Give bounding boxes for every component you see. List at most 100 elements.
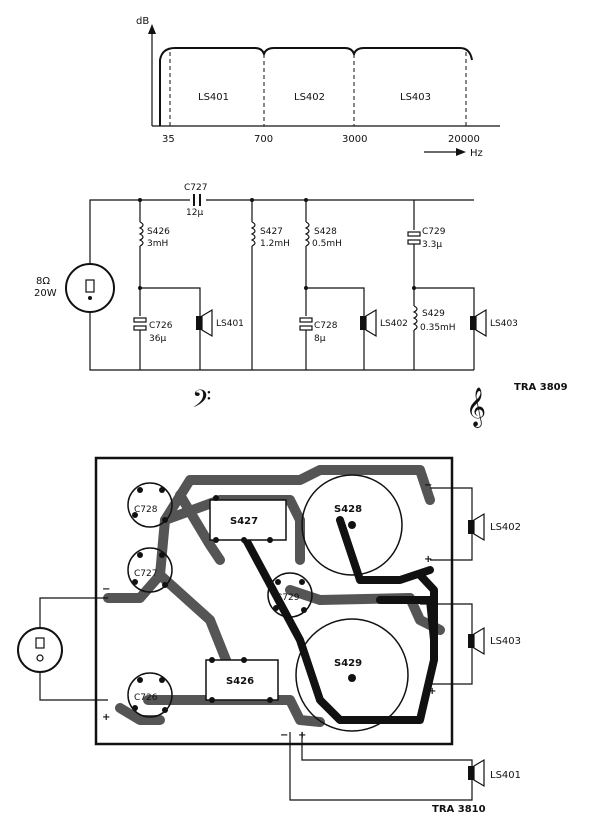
junction-5 (304, 286, 308, 290)
c728-plate-a (299, 317, 313, 323)
pcb-ls403-label: LS403 (490, 636, 521, 647)
ls402-speaker-icon (360, 308, 377, 338)
pcb-ls402-plus: + (424, 554, 432, 565)
bass-clef-icon: 𝄢 (192, 385, 211, 420)
pcb-c727: C727 (127, 547, 173, 593)
s426-value: 3mH (147, 239, 168, 249)
s429-label: S429 (422, 309, 445, 319)
pcb-ref: TRA 3810 (432, 804, 486, 815)
s429-coil (412, 305, 418, 331)
pcb-ls402-label: LS402 (490, 522, 521, 533)
y-axis-arrow-icon (148, 24, 156, 34)
pcb-c726-label: C726 (134, 693, 158, 703)
ls403-speaker-icon (470, 308, 487, 338)
freq-label-35: 35 (162, 134, 175, 145)
s428-coil (304, 221, 310, 247)
freq-label-700: 700 (254, 134, 273, 145)
response-curve (159, 47, 473, 126)
pcb-ls401: − + LS401 (280, 730, 521, 801)
pcb-c728: C728 (127, 482, 173, 528)
c726-value: 36µ (149, 334, 166, 344)
s428-value: 0.5mH (312, 239, 342, 249)
pcb-s429: S429 (295, 618, 409, 732)
pcb-s426: S426 (205, 657, 279, 703)
pcb-layout: C728 C727 C726 C729 S427 (17, 456, 521, 815)
c727-label: C727 (184, 183, 207, 193)
pcb-c729-label: C729 (276, 593, 300, 603)
schematic: 8Ω 20W C727 12µ S426 3mH C726 36µ LS401 (34, 183, 568, 428)
pcb-input-plus: + (102, 712, 110, 723)
pcb-ls403-plus: + (428, 686, 436, 697)
s426-coil (138, 221, 144, 247)
junction-3 (304, 198, 308, 202)
x-axis-label: Hz (470, 148, 483, 159)
s427-value: 1.2mH (260, 239, 290, 249)
pcb-s427: S427 (209, 495, 287, 543)
c729-plate-a (407, 231, 421, 237)
ls401-label: LS401 (216, 319, 244, 329)
pcb-c727-label: C727 (134, 569, 157, 579)
pcb-ls401-minus: − (280, 730, 288, 741)
treble-clef-icon: 𝄞 (466, 387, 486, 428)
source-power: 20W (34, 288, 57, 299)
s426-label: S426 (147, 227, 170, 237)
wire-ls402a (306, 287, 365, 316)
junction-1 (138, 198, 142, 202)
pcb-ls402: − + LS402 (424, 480, 521, 565)
c726-label: C726 (149, 321, 173, 331)
pcb-input-minus: − (102, 584, 110, 595)
s427-label: S427 (260, 227, 283, 237)
schematic-ref: TRA 3809 (514, 382, 568, 393)
source-impedance: 8Ω (36, 276, 50, 287)
pcb-ls403-minus: − (410, 594, 418, 605)
pcb-s428: S428 (301, 474, 403, 576)
pcb-s427-label: S427 (230, 516, 258, 527)
c729-value: 3.3µ (422, 240, 442, 250)
ls402-label: LS402 (380, 319, 408, 329)
c728-label: C728 (314, 321, 338, 331)
ls401-speaker-icon (196, 308, 213, 338)
pcb-input-source: − + (17, 584, 110, 723)
pcb-c726: C726 (127, 672, 173, 718)
s429-value: 0.35mH (420, 323, 456, 333)
freq-label-3000: 3000 (342, 134, 367, 145)
s428-label: S428 (314, 227, 337, 237)
ls403-label: LS403 (490, 319, 518, 329)
pcb-ls402-minus: − (424, 480, 432, 491)
band-label-ls403: LS403 (400, 92, 431, 103)
pcb-ls403: − + LS403 (410, 594, 521, 697)
source-terminal (85, 279, 95, 293)
wire-bottom (89, 312, 474, 371)
pcb-c728-label: C728 (134, 505, 158, 515)
c726-plate-b (133, 325, 147, 331)
pcb-s426-label: S426 (226, 676, 254, 687)
pcb-ls401-plus: + (298, 730, 306, 741)
response-chart: dB LS401 LS402 LS403 35 700 3000 20000 H… (136, 16, 500, 159)
pcb-s428-label: S428 (334, 504, 362, 515)
c727-value: 12µ (186, 208, 203, 218)
pcb-board-outline (94, 456, 454, 746)
wire-ls401a (140, 287, 201, 316)
c729-label: C729 (422, 227, 446, 237)
c728-value: 8µ (314, 334, 326, 344)
amplifier-source-symbol (65, 263, 115, 313)
band-label-ls402: LS402 (294, 92, 325, 103)
junction-6 (412, 286, 416, 290)
pcb-s429-label: S429 (334, 658, 362, 669)
hz-arrow-icon (456, 148, 466, 156)
y-axis-label: dB (136, 16, 149, 27)
wire-ls403a (414, 287, 475, 316)
c729-plate-b (407, 239, 421, 245)
junction-4 (138, 286, 142, 290)
pcb-ls401-label: LS401 (490, 770, 521, 781)
pcb-c729: C729 (267, 572, 313, 618)
c726-plate-a (133, 317, 147, 323)
junction-2 (250, 198, 254, 202)
s427-coil (250, 221, 256, 247)
source-dot (88, 296, 92, 300)
band-label-ls401: LS401 (198, 92, 229, 103)
freq-label-20000: 20000 (448, 134, 480, 145)
c728-plate-b (299, 325, 313, 331)
wire-top-left (89, 199, 190, 264)
